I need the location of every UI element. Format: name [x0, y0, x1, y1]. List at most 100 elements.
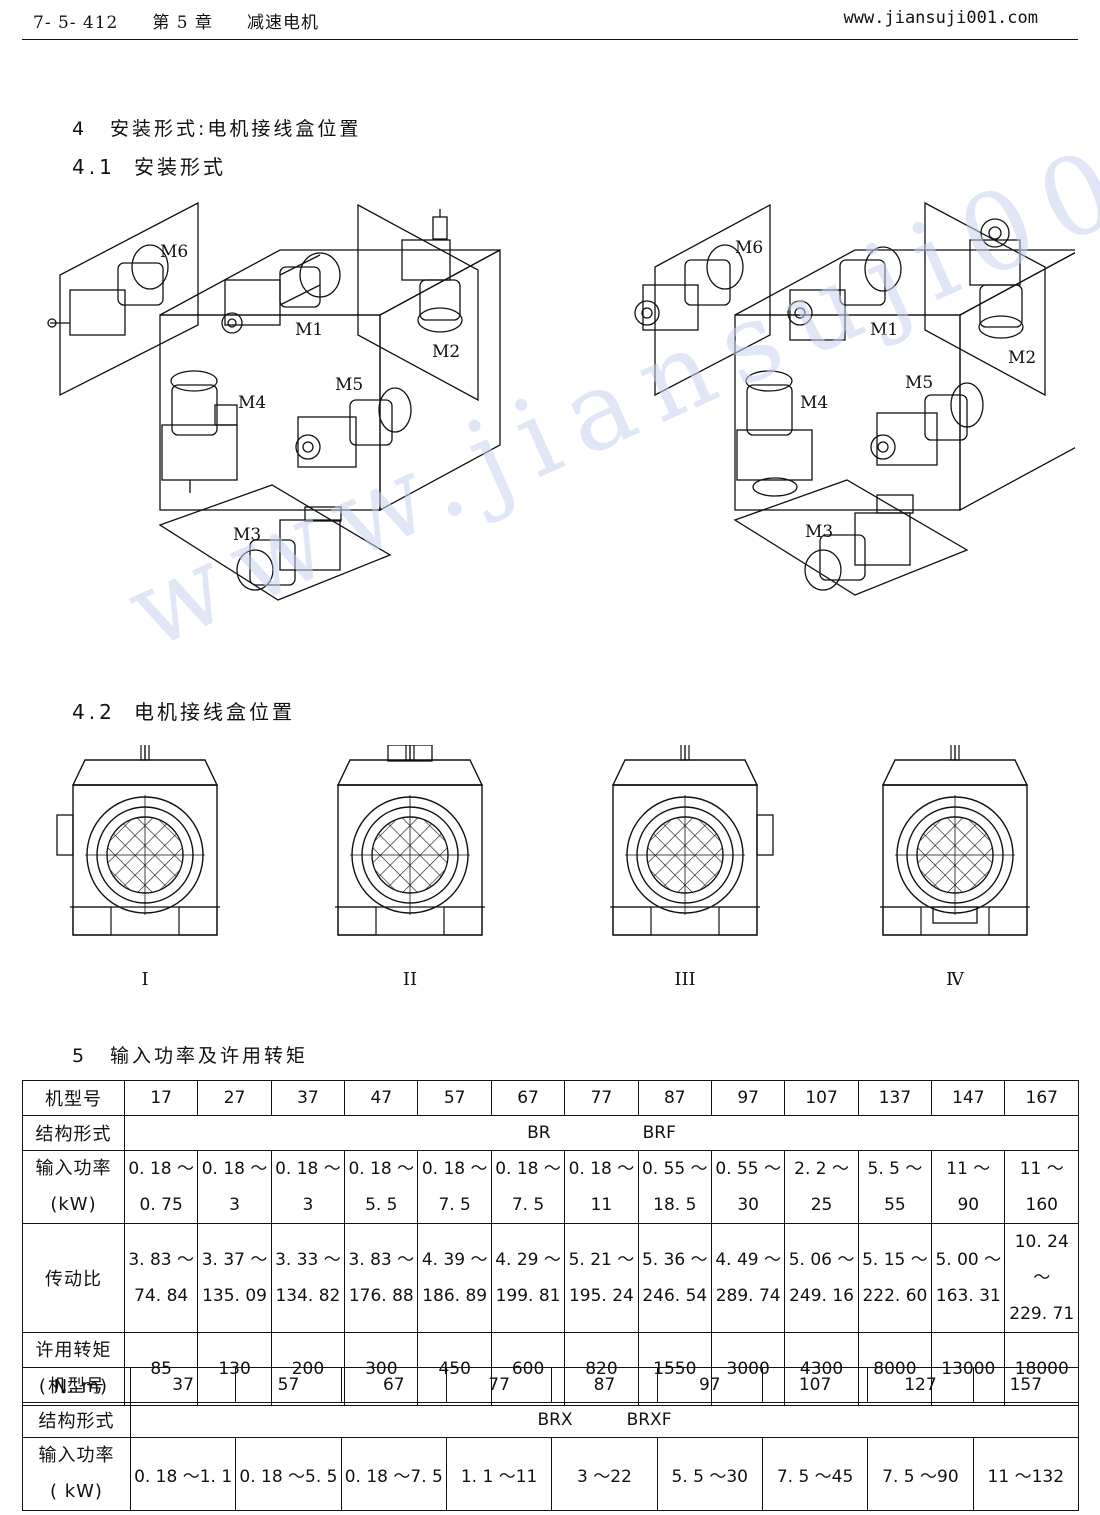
- model-cell: 167: [1004, 1080, 1079, 1116]
- gearbox-position-3: [609, 745, 774, 936]
- value-cell: 0. 18 ～7. 5: [490, 1150, 566, 1224]
- m4-motor: [736, 370, 813, 497]
- value-cell: 2. 2 ～25: [784, 1150, 859, 1224]
- model-cell: 97: [656, 1367, 763, 1403]
- terminal-box-diagrams: I II III Ⅳ: [56, 745, 1031, 990]
- m5-label: M5: [335, 375, 363, 395]
- value-cell: 3. 37 ～135. 09: [197, 1223, 272, 1333]
- m4-motor: [161, 370, 238, 493]
- value-cell: 5. 06 ～249. 16: [784, 1223, 859, 1333]
- model-cell: 67: [340, 1367, 447, 1403]
- m2-panel: [357, 203, 479, 402]
- model-cell: 57: [417, 1080, 492, 1116]
- value-cell: 4. 49 ～289. 74: [710, 1223, 786, 1333]
- value-cell: 4. 29 ～199. 81: [490, 1223, 566, 1333]
- m4-label: M4: [238, 393, 266, 413]
- row-label: 机型号: [22, 1080, 125, 1116]
- value-cell: 4. 39 ～186. 89: [417, 1223, 492, 1333]
- terminal-box: [756, 814, 774, 856]
- power-cell: 0. 18 ～1. 1: [129, 1437, 237, 1511]
- m2-label: M2: [1008, 348, 1036, 368]
- model-cell: 17: [123, 1080, 199, 1116]
- cube-top-face: [734, 249, 1075, 316]
- power-cell: 0. 18 ～5. 5: [235, 1437, 342, 1511]
- m2-motor: [401, 209, 463, 333]
- position-label-3: III: [674, 969, 695, 990]
- page-header: 7- 5- 412 第 5 章 减速电机: [33, 8, 353, 33]
- value-cell: 0. 18 ～3: [270, 1150, 346, 1224]
- terminal-box: [932, 906, 978, 924]
- model-cell: 147: [931, 1080, 1006, 1116]
- m6-motor: [634, 244, 744, 331]
- power-cell: 7. 5 ～45: [761, 1437, 869, 1511]
- m6-panel: [654, 203, 771, 397]
- value-cell: 5. 15 ～222. 60: [857, 1223, 933, 1333]
- position-label-2: II: [403, 969, 417, 990]
- model-cell: 87: [637, 1080, 712, 1116]
- row-label: 机型号: [22, 1367, 131, 1403]
- power-cell: 0. 18 ～7. 5: [340, 1437, 447, 1511]
- m2-motor: [969, 218, 1024, 339]
- m1-label: M1: [870, 320, 898, 340]
- value-cell: 0. 18 ～5. 5: [344, 1150, 419, 1224]
- model-cell: 157: [972, 1367, 1080, 1403]
- mounting-diagram-left: M6 M1 M2 M4 M5 M3: [47, 201, 501, 601]
- chapter-title: 减速电机: [247, 13, 320, 33]
- model-cell: 37: [270, 1080, 346, 1116]
- m2-label: M2: [432, 342, 460, 362]
- m1-motor: [787, 246, 902, 341]
- m4-label: M4: [800, 393, 828, 413]
- m5-label: M5: [905, 373, 933, 393]
- model-cell: 77: [445, 1367, 553, 1403]
- value-cell: 10. 24 ～229. 71: [1004, 1223, 1079, 1333]
- row-label: 结构形式: [22, 1402, 131, 1438]
- power-cell: 5. 5 ～30: [656, 1437, 763, 1511]
- model-cell: 47: [344, 1080, 419, 1116]
- m5-motor: [295, 387, 412, 468]
- m3-panel: [733, 479, 969, 596]
- m1-motor: [221, 252, 341, 334]
- value-cell: 5. 5 ～55: [857, 1150, 933, 1224]
- power-table-2: 机型号 37 57 67 77 87 97 107 127 157 结构形式 B…: [22, 1367, 1080, 1511]
- m1-label: M1: [295, 320, 323, 340]
- cube-side-face: [959, 251, 1075, 512]
- model-cell: 77: [564, 1080, 639, 1116]
- position-label-4: Ⅳ: [946, 969, 965, 990]
- m3-label: M3: [233, 525, 261, 545]
- model-cell: 57: [235, 1367, 342, 1403]
- m5-motor: [870, 382, 984, 466]
- header-rule: [22, 39, 1078, 40]
- mounting-diagram-right: M6 M1 M2 M4 M5 M3: [634, 201, 1075, 596]
- m6-label: M6: [160, 242, 188, 262]
- row-label: 结构形式: [22, 1115, 125, 1151]
- value-cell: 5. 36 ～246. 54: [637, 1223, 712, 1333]
- row-label: 输入功率(kW): [22, 1150, 125, 1224]
- power-cell: 3 ～22: [551, 1437, 658, 1511]
- page-number: 7- 5- 412: [33, 13, 119, 33]
- cube-front-face: [159, 314, 381, 511]
- value-cell: 3. 33 ～134. 82: [270, 1223, 346, 1333]
- m6-label: M6: [735, 238, 763, 258]
- chapter-number: 第 5 章: [152, 13, 214, 33]
- value-cell: 11 ～160: [1004, 1150, 1079, 1224]
- value-cell: 0. 18 ～11: [564, 1150, 639, 1224]
- m3-panel: [158, 484, 392, 601]
- power-torque-table-1: 机型号 17 27 37 47 57 67 77 87 97 107 137 1…: [22, 1080, 1080, 1406]
- model-row: 机型号 37 57 67 77 87 97 107 127 157: [22, 1367, 1080, 1403]
- value-cell: 0. 18 ～3: [197, 1150, 272, 1224]
- m3-label: M3: [805, 522, 833, 542]
- model-row: 机型号 17 27 37 47 57 67 77 87 97 107 137 1…: [22, 1080, 1079, 1116]
- value-cell: 0. 18 ～0. 75: [123, 1150, 199, 1224]
- terminal-box: [56, 814, 74, 856]
- row-label: 传动比: [22, 1223, 125, 1333]
- site-url: www.jiansuji001.com: [843, 8, 1038, 28]
- model-cell: 37: [129, 1367, 237, 1403]
